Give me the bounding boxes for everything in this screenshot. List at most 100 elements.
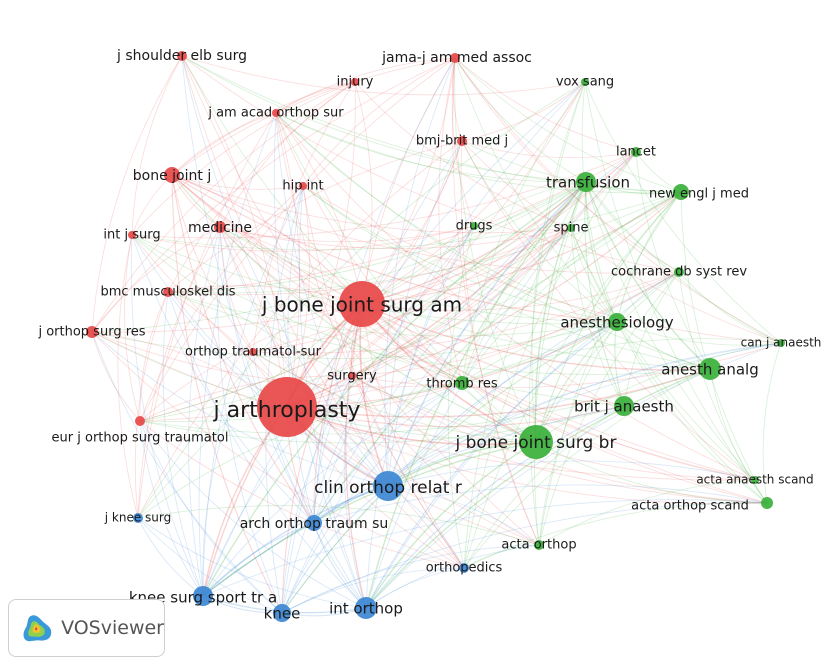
node-jaaos[interactable] [272, 109, 280, 117]
network-link [387, 441, 537, 487]
node-label: can j anaesth [741, 336, 822, 350]
node-medicine[interactable] [214, 221, 226, 233]
node-cochrane[interactable] [674, 267, 684, 277]
node-shoulder[interactable] [177, 51, 187, 61]
node-otsur[interactable] [249, 348, 257, 356]
node-orthopedics[interactable] [459, 563, 469, 573]
network-link [535, 321, 618, 443]
app-name: VOSviewer [61, 617, 164, 639]
network-link [181, 55, 587, 183]
node-intjsurg[interactable] [128, 231, 136, 239]
node-bmj[interactable] [457, 136, 467, 146]
network-link [343, 375, 367, 609]
node-jorthsurgres[interactable] [86, 326, 98, 338]
node-jkneesurg[interactable] [133, 513, 143, 523]
network-link [345, 303, 367, 609]
node-thrombres[interactable] [455, 376, 469, 390]
node-label: spine [554, 221, 589, 236]
network-link [313, 375, 353, 524]
node-lancet[interactable] [631, 147, 641, 157]
network-link [219, 81, 356, 228]
node-jama[interactable] [450, 53, 460, 63]
network-link [461, 321, 618, 384]
network-link [130, 234, 204, 597]
node-hipint[interactable] [299, 182, 307, 190]
network-link [275, 112, 537, 443]
node-anesthesiology[interactable] [608, 313, 626, 331]
node-knee[interactable] [273, 604, 291, 622]
network-link [451, 57, 475, 227]
node-anesthanalg[interactable] [699, 358, 721, 380]
network-link [202, 382, 463, 597]
network-link [171, 174, 363, 305]
network-link [463, 191, 682, 569]
network-link [281, 502, 768, 614]
network-link [585, 181, 782, 344]
network-link [91, 331, 465, 569]
node-label: drugs [456, 219, 493, 234]
node-actaanaesth[interactable] [751, 476, 759, 484]
node-surgery[interactable] [348, 372, 356, 380]
network-link [139, 375, 353, 422]
node-canjanaesth[interactable] [777, 339, 785, 347]
network-link [365, 567, 465, 609]
network-link [171, 174, 537, 443]
network-link [680, 191, 756, 481]
network-link [181, 55, 389, 487]
node-kssta[interactable] [193, 586, 213, 606]
vosviewer-logo[interactable]: VOSviewer [8, 599, 165, 657]
node-actaorthscand[interactable] [761, 497, 773, 509]
network-link [461, 140, 682, 193]
network-link [454, 57, 537, 443]
network-link [275, 112, 682, 194]
node-intorthop[interactable] [355, 597, 377, 619]
network-link [139, 420, 204, 597]
network-link [286, 81, 356, 408]
network-link [762, 342, 782, 504]
network-link [281, 321, 618, 614]
network-link [454, 57, 682, 193]
network-link [131, 234, 389, 487]
node-actaorthop[interactable] [534, 540, 544, 550]
node-jbjs-am[interactable] [339, 281, 385, 327]
network-link [137, 112, 277, 519]
network-link [139, 271, 680, 422]
node-eurjorth[interactable] [135, 416, 145, 426]
node-label: cochrane db syst rev [611, 265, 747, 280]
network-link [281, 485, 389, 614]
network-link [286, 140, 463, 408]
network-link [535, 342, 782, 443]
network-link [188, 226, 221, 597]
network-link [167, 81, 356, 293]
network-link [137, 226, 221, 519]
node-spine[interactable] [567, 224, 575, 232]
node-transfusion[interactable] [576, 172, 596, 192]
node-archorth[interactable] [306, 515, 322, 531]
node-drugs[interactable] [470, 222, 478, 230]
node-injury[interactable] [351, 78, 359, 86]
network-link [91, 331, 141, 422]
node-nejm[interactable] [673, 184, 689, 200]
node-bmcmsk[interactable] [163, 287, 173, 297]
node-voxsang[interactable] [581, 78, 589, 86]
network-link [139, 420, 465, 569]
network-link [535, 271, 680, 443]
network-link [365, 151, 637, 609]
network-link [463, 368, 711, 569]
node-j-arthro[interactable] [257, 377, 317, 437]
network-link [137, 517, 367, 609]
network-link [275, 112, 711, 370]
network-link [461, 191, 682, 384]
network-link [361, 191, 682, 305]
node-britjanaesth[interactable] [614, 396, 634, 416]
node-bjj[interactable] [164, 167, 180, 183]
node-label: surgery [327, 369, 377, 384]
network-link [275, 112, 756, 481]
network-link [452, 57, 540, 546]
network-link [351, 181, 587, 377]
network-link [275, 112, 587, 183]
node-jbjs-br[interactable] [519, 425, 553, 459]
node-clinorth[interactable] [373, 471, 403, 501]
network-link [139, 405, 625, 444]
